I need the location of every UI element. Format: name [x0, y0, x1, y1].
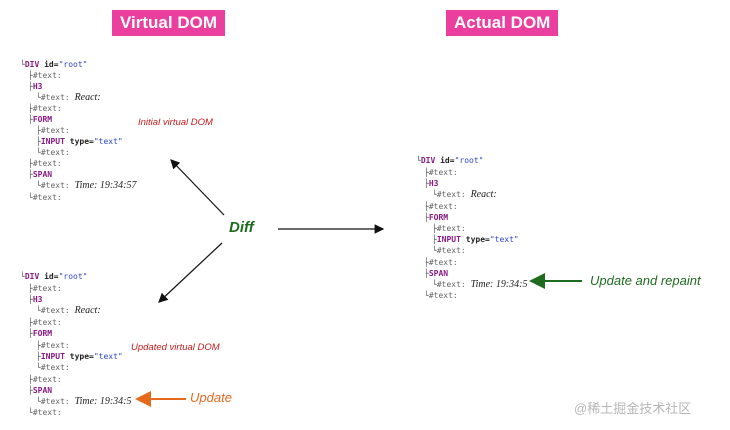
tree-node-text: └#text: React: — [36, 305, 101, 316]
tree-node-text: └#text: Time: 19:34:5 — [432, 279, 528, 290]
tree-node-span: ├SPAN — [424, 269, 449, 278]
tree-node-text: ├#text: — [36, 341, 70, 350]
tree-node-span: ├SPAN — [28, 386, 53, 395]
tree-node-text: ├#text: — [28, 159, 62, 168]
diff-label: Diff — [229, 219, 254, 236]
tree-node-text: └#text: React: — [36, 92, 101, 103]
tree-node-text: ├#text: — [28, 375, 62, 384]
tree-node-form: ├FORM — [28, 329, 53, 338]
tree-node-text: └#text: — [432, 246, 466, 255]
tree-node-text: ├#text: — [432, 224, 466, 233]
tree-node-div: └DIV id="root" — [20, 272, 88, 281]
initial-virtual-dom-label: Initial virtual DOM — [138, 117, 213, 128]
tree-node-text: ├#text: — [28, 318, 62, 327]
tree-node-input: ├INPUT type="text" — [36, 352, 123, 361]
tree-node-h3: ├H3 — [424, 179, 439, 188]
tree-node-text: ├#text: — [28, 104, 62, 113]
tree-node-text: └#text: Time: 19:34:57 — [36, 180, 137, 191]
tree-node-input: ├INPUT type="text" — [36, 137, 123, 146]
update-and-repaint-label: Update and repaint — [590, 273, 701, 288]
updated-virtual-dom-label: Updated virtual DOM — [131, 342, 220, 353]
tree-node-text: └#text: — [36, 363, 70, 372]
tree-node-text: └#text: — [28, 408, 62, 417]
diff-to-initial-arrow — [170, 159, 225, 216]
tree-node-text: ├#text: — [424, 258, 458, 267]
tree-node-text: ├#text: — [28, 284, 62, 293]
tree-node-text: └#text: React: — [432, 189, 497, 200]
tree-node-div: └DIV id="root" — [20, 60, 88, 69]
tree-node-form: ├FORM — [28, 115, 53, 124]
update-label: Update — [190, 390, 232, 405]
tree-node-input: ├INPUT type="text" — [432, 235, 519, 244]
diff-to-updated-arrow — [158, 242, 223, 303]
watermark: @稀土掘金技术社区 — [574, 401, 692, 416]
tree-node-text: ├#text: — [424, 202, 458, 211]
tree-node-text: ├#text: — [424, 168, 458, 177]
tree-node-form: ├FORM — [424, 213, 449, 222]
tree-node-text: └#text: — [424, 291, 458, 300]
tree-node-text: └#text: — [28, 193, 62, 202]
tree-node-text: ├#text: — [28, 71, 62, 80]
tree-node-h3: ├H3 — [28, 295, 43, 304]
tree-node-span: ├SPAN — [28, 170, 53, 179]
tree-node-text: └#text: Time: 19:34:5 — [36, 396, 132, 407]
virtual-dom-title: Virtual DOM — [112, 10, 225, 36]
tree-node-div: └DIV id="root" — [416, 156, 484, 165]
tree-node-text: └#text: — [36, 148, 70, 157]
tree-node-h3: ├H3 — [28, 82, 43, 91]
tree-node-text: ├#text: — [36, 126, 70, 135]
actual-dom-title: Actual DOM — [446, 10, 559, 36]
